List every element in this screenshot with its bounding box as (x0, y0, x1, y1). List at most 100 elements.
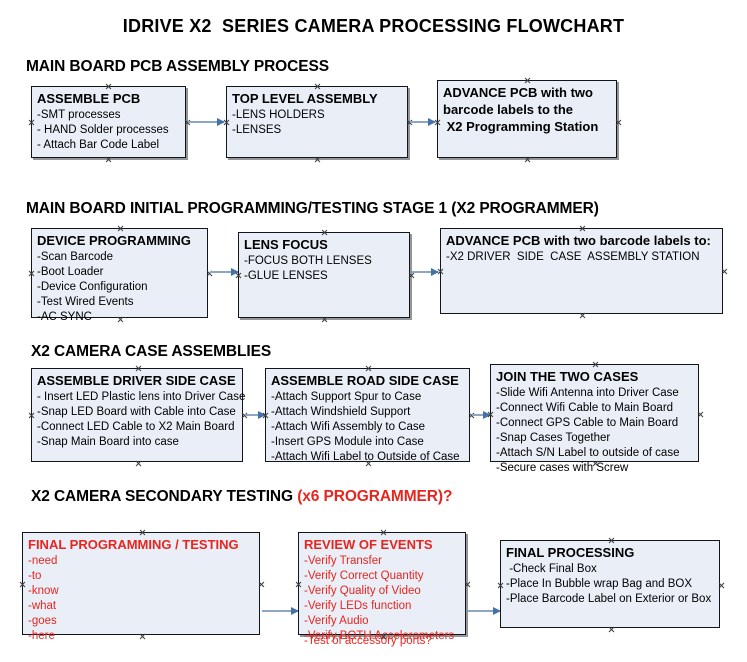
node-title: LENS FOCUS (244, 237, 328, 252)
node-line: -Attach Wifi Assembly to Case (271, 421, 426, 433)
page-title: IDRIVE X2 SERIES CAMERA PROCESSING FLOWC… (122, 16, 625, 36)
node-line: -Place Barcode Label on Exterior or Box (506, 593, 712, 605)
connection-handle-right[interactable] (464, 581, 471, 588)
connection-handle-top[interactable] (380, 529, 387, 536)
node-device-programming[interactable]: DEVICE PROGRAMMING -Scan Barcode -Boot L… (28, 225, 208, 323)
section-heading-4-accent: (x6 PROGRAMMER)? (297, 488, 453, 505)
node-assemble-pcb[interactable]: ASSEMBLE PCB -SMT processes - HAND Solde… (31, 86, 186, 158)
connection-handle-left[interactable] (28, 119, 35, 126)
connection-handle-top[interactable] (592, 361, 599, 368)
node-line: -Attach S/N Label to outside of case (496, 447, 680, 459)
connection-handle-bottom[interactable] (524, 156, 531, 163)
section-heading-4: X2 CAMERA SECONDARY TESTING (x6 PROGRAMM… (31, 488, 452, 506)
node-advance-pcb-to-programming-station[interactable]: ADVANCE PCB with two barcode labels to t… (437, 80, 617, 158)
connection-handle-top[interactable] (524, 77, 531, 84)
connection-handle-top[interactable] (608, 537, 615, 544)
node-line: -Insert GPS Module into Case (271, 436, 424, 448)
node-title-line3: X2 Programming Station (443, 119, 599, 134)
arrowhead-icon (483, 411, 491, 419)
node-line: -Connect GPS Cable to Main Board (496, 417, 679, 429)
node-top-level-assembly[interactable]: TOP LEVEL ASSEMBLY -LENS HOLDERS -LENSES (226, 86, 408, 158)
connection-handle-top[interactable] (579, 225, 586, 232)
node-assemble-driver-side-case[interactable]: ASSEMBLE DRIVER SIDE CASE - Insert LED P… (28, 365, 245, 462)
connection-handle-top[interactable] (139, 529, 146, 536)
node-line: -Secure cases with Screw (496, 462, 629, 474)
node-title: ASSEMBLE DRIVER SIDE CASE (37, 373, 236, 388)
connector-lens-focus-to-advance-pcb (412, 268, 439, 276)
node-line: -Snap Main Board into case (37, 436, 179, 448)
connection-handle-bottom[interactable] (321, 316, 328, 323)
connector-road-case-to-join-cases (472, 411, 491, 419)
connector-review-events-to-final-processing (468, 607, 501, 615)
section-heading-1: MAIN BOARD PCB ASSEMBLY PROCESS (26, 58, 329, 75)
connection-handle-left[interactable] (28, 270, 35, 277)
connection-handle-bottom[interactable] (314, 156, 321, 163)
connector-top-level-to-advance-pcb (410, 118, 436, 126)
node-line: -Device Configuration (37, 281, 148, 293)
node-line: - HAND Solder processes (37, 124, 169, 136)
connection-handle-top[interactable] (135, 365, 142, 372)
node-line: -Connect LED Cable to X2 Main Board (37, 421, 235, 433)
connection-handle-right[interactable] (718, 582, 725, 589)
node-title: JOIN THE TWO CASES (496, 369, 639, 384)
connection-handle-top[interactable] (321, 229, 328, 236)
node-line: -Slide Wifi Antenna into Driver Case (496, 387, 679, 399)
node-join-the-two-cases[interactable]: JOIN THE TWO CASES -Slide Wifi Antenna i… (490, 361, 699, 474)
node-line: -to (28, 570, 42, 582)
node-final-processing[interactable]: FINAL PROCESSING -Check Final Box -Place… (500, 540, 720, 628)
connection-handle-left[interactable] (295, 581, 302, 588)
node-line: -Snap Cases Together (496, 432, 611, 444)
connection-handle-bottom[interactable] (135, 460, 142, 467)
connection-handle-bottom[interactable] (105, 156, 112, 163)
node-line: -X2 DRIVER SIDE CASE ASSEMBLY STATION (446, 251, 700, 263)
connection-handle-top[interactable] (117, 225, 124, 232)
node-advance-pcb-to-case-assembly[interactable]: ADVANCE PCB with two barcode labels to: … (440, 228, 723, 314)
node-title: DEVICE PROGRAMMING (37, 233, 191, 248)
node-title: FINAL PROGRAMMING / TESTING (28, 537, 239, 552)
node-final-programming-testing[interactable]: FINAL PROGRAMMING / TESTING -need -to -k… (19, 529, 260, 642)
connector-final-programming-to-review-events (262, 607, 299, 615)
connection-handle-bottom[interactable] (579, 312, 586, 319)
arrowhead-icon (217, 118, 225, 126)
connection-handle-top[interactable] (365, 365, 372, 372)
node-line: -SMT processes (37, 109, 121, 121)
node-line: -Attach Wifi Label to Outside of Case (271, 451, 460, 463)
connection-handle-left[interactable] (28, 412, 35, 419)
node-line: - Attach Bar Code Label (37, 139, 160, 151)
node-line: -know (28, 585, 59, 597)
node-title: ADVANCE PCB with two (443, 85, 593, 100)
node-line: -FOCUS BOTH LENSES (244, 255, 372, 267)
section-heading-4-text: X2 CAMERA SECONDARY TESTING (31, 488, 298, 505)
section-heading-2: MAIN BOARD INITIAL PROGRAMMING/TESTING S… (26, 200, 599, 217)
node-line: -LENSES (232, 124, 282, 136)
node-line: -Attach Support Spur to Case (271, 391, 422, 403)
connection-handle-right[interactable] (697, 411, 704, 418)
connection-handle-top[interactable] (314, 83, 321, 90)
node-line: -Verify Transfer (304, 555, 382, 567)
node-lens-focus[interactable]: LENS FOCUS -FOCUS BOTH LENSES -GLUE LENS… (238, 232, 410, 318)
connection-handle-right[interactable] (408, 272, 415, 279)
node-title: REVIEW OF EVENTS (304, 537, 433, 552)
node-line: -Place In Bubble wrap Bag and BOX (506, 578, 693, 590)
connection-handle-bottom[interactable] (608, 626, 615, 633)
arrowhead-icon (231, 268, 239, 276)
node-line: -Verify Quality of Video (304, 585, 421, 597)
connector-device-programming-to-lens-focus (210, 268, 239, 276)
connection-handle-right[interactable] (721, 268, 728, 275)
node-assemble-road-side-case[interactable]: ASSEMBLE ROAD SIDE CASE -Attach Support … (265, 365, 470, 463)
node-line: -Verify Audio (304, 615, 369, 627)
node-review-of-events[interactable]: REVIEW OF EVENTS -Verify Transfer -Verif… (295, 529, 466, 647)
connection-handle-right[interactable] (258, 581, 265, 588)
connection-handle-top[interactable] (105, 83, 112, 90)
arrowhead-icon (431, 268, 439, 276)
connection-handle-left[interactable] (497, 582, 504, 589)
node-title: ASSEMBLE PCB (37, 91, 141, 106)
node-title: ASSEMBLE ROAD SIDE CASE (271, 373, 459, 388)
node-line: -Check Final Box (506, 563, 597, 575)
arrowhead-icon (291, 607, 299, 615)
connection-handle-right[interactable] (615, 119, 622, 126)
connection-handle-left[interactable] (19, 581, 26, 588)
node-line: -here (28, 630, 55, 642)
node-line: -Test Wired Events (37, 296, 134, 308)
